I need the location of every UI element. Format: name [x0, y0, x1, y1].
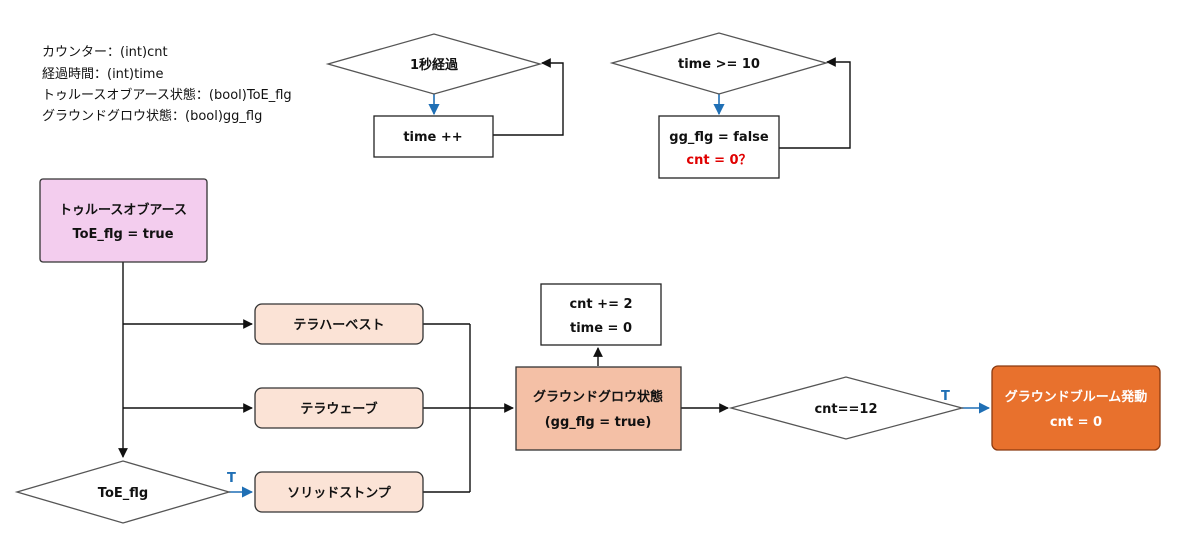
skill-terra-harvest-label: テラハーベスト — [293, 318, 384, 333]
process-time-increment: time ++ — [373, 115, 494, 158]
ground-glow-title: グラウンドグロウ状態 — [533, 389, 663, 405]
action-ground-bloom: グラウンドブルーム発動 cnt = 0 — [991, 365, 1161, 451]
variable-legend: カウンター：(int)cnt 経過時間：(int)time トゥルースオブアース… — [42, 45, 292, 124]
ground-bloom-reset: cnt = 0 — [1050, 415, 1102, 430]
skill-terra-wave-label: テラウェーブ — [300, 401, 377, 417]
decision-one-second-label: 1秒経過 — [410, 57, 459, 73]
counter-increment-line2: time = 0 — [570, 321, 632, 336]
skill-terra-harvest: テラハーベスト — [254, 303, 424, 345]
edge-reset-loop — [779, 57, 851, 149]
edge-increment-loop — [493, 58, 564, 136]
legend-gg-flag: グラウンドグロウ状態：(bool)gg_flg — [42, 108, 262, 124]
decision-toe-flag-label: ToE_flg — [98, 486, 148, 501]
process-truth-of-earth: トゥルースオブアース ToE_flg = true — [39, 178, 208, 263]
decision-counter-max: cnt==12 — [728, 376, 965, 440]
truth-of-earth-title: トゥルースオブアース — [59, 202, 187, 218]
decision-one-second: 1秒経過 — [325, 33, 543, 95]
process-reset: gg_flg = false cnt = 0？ — [658, 115, 780, 179]
true-label-counter: T — [941, 389, 950, 404]
legend-elapsed-time: 経過時間：(int)time — [42, 67, 163, 82]
skill-terra-wave: テラウェーブ — [254, 387, 424, 429]
legend-toe-flag: トゥルースオブアース状態：(bool)ToE_flg — [42, 87, 292, 103]
ground-bloom-title: グラウンドブルーム発動 — [1005, 389, 1148, 405]
process-counter-increment: cnt += 2 time = 0 — [540, 283, 662, 346]
state-ground-glow: グラウンドグロウ状態 (gg_flg = true) — [515, 366, 682, 451]
process-reset-warning: cnt = 0？ — [686, 153, 751, 168]
process-time-increment-label: time ++ — [403, 130, 462, 145]
decision-timeout-label: time >= 10 — [678, 57, 760, 72]
true-label-toe: T — [227, 471, 236, 486]
ground-glow-flag: (gg_flg = true) — [545, 415, 652, 430]
truth-of-earth-flag: ToE_flg = true — [72, 227, 173, 242]
decision-counter-max-label: cnt==12 — [814, 402, 877, 417]
decision-toe-flag: ToE_flg — [14, 460, 232, 524]
legend-counter: カウンター：(int)cnt — [42, 45, 168, 60]
counter-increment-line1: cnt += 2 — [569, 297, 632, 312]
decision-timeout: time >= 10 — [609, 32, 829, 95]
process-reset-line1: gg_flg = false — [669, 130, 769, 145]
skill-solid-stomp-label: ソリッドストンプ — [287, 486, 392, 501]
skill-solid-stomp: ソリッドストンプ — [254, 471, 424, 513]
